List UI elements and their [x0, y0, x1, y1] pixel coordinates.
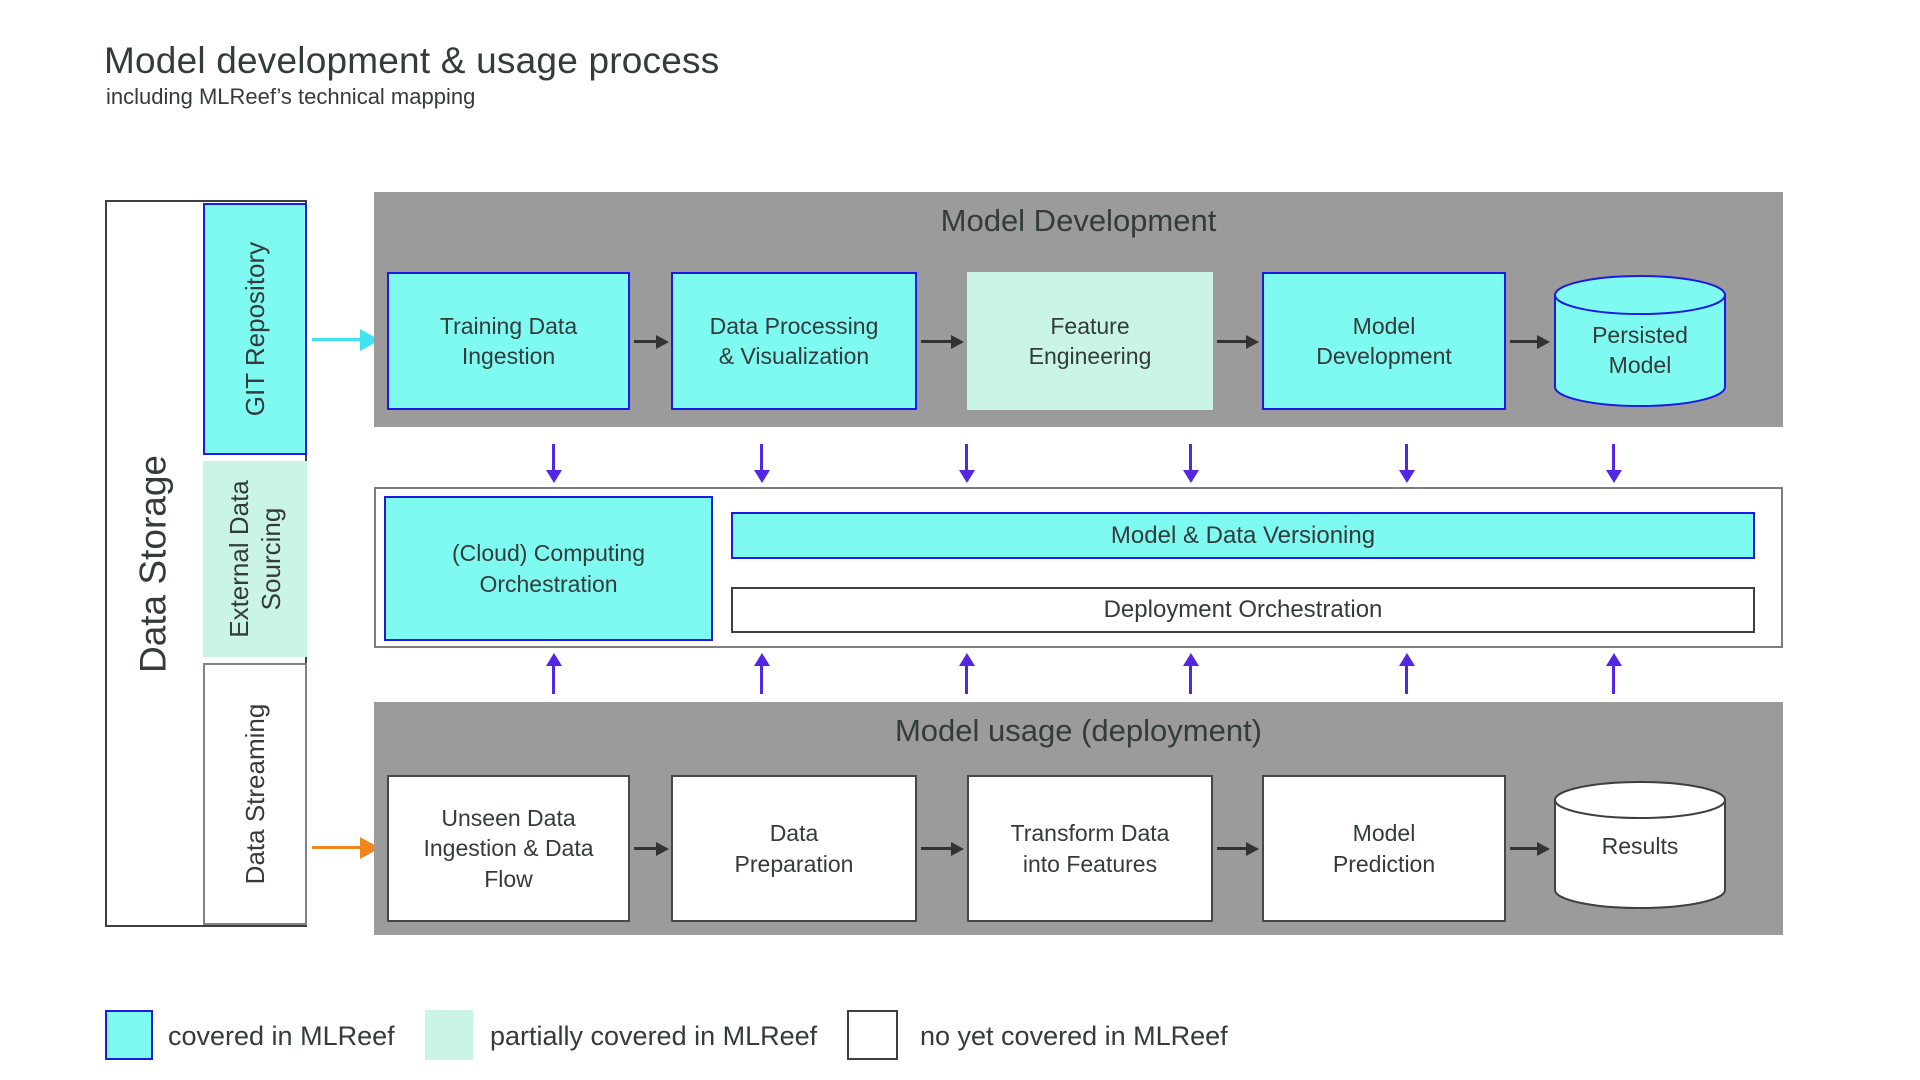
external-data-sourcing-label: External Data Sourcing: [223, 480, 287, 638]
page-title: Model development & usage process: [104, 40, 720, 81]
feature-engineering-box: Feature Engineering: [967, 272, 1213, 410]
arrow-up-icon: [965, 666, 968, 694]
model-prediction-box: Model Prediction: [1262, 775, 1506, 922]
legend-swatch-partially-covered: [425, 1010, 473, 1060]
model-usage-band-title: Model usage (deployment): [894, 713, 1263, 748]
model-development-box: Model Development: [1262, 272, 1506, 410]
legend-swatch-covered: [105, 1010, 153, 1060]
model-development-band-title: Model Development: [940, 203, 1217, 238]
data-preparation-box: Data Preparation: [671, 775, 917, 922]
arrow-right-icon: [921, 340, 951, 343]
arrow-up-icon: [760, 666, 763, 694]
arrow-down-icon: [1405, 444, 1408, 470]
arrow-down-icon: [965, 444, 968, 470]
streaming-to-unseen-arrow-icon: [312, 846, 360, 849]
git-repository-box: [203, 203, 307, 455]
page-subtitle: including MLReef’s technical mapping: [106, 84, 476, 109]
training-data-ingestion-box: Training Data Ingestion: [387, 272, 630, 410]
arrow-up-icon: [1405, 666, 1408, 694]
git-repository-label: GIT Repository: [239, 241, 270, 417]
arrow-right-icon: [1217, 847, 1246, 850]
data-streaming-box: [203, 663, 307, 925]
arrow-up-icon: [1612, 666, 1615, 694]
arrow-right-icon: [1217, 340, 1246, 343]
arrow-up-icon: [552, 666, 555, 694]
legend-label-not-covered: no yet covered in MLReef: [920, 1021, 1228, 1051]
deployment-orchestration-bar: Deployment Orchestration: [731, 587, 1755, 633]
persisted-model-label: Persisted Model: [1592, 321, 1688, 378]
unseen-data-ingestion-box: Unseen Data Ingestion & Data Flow: [387, 775, 630, 922]
transform-data-box: Transform Data into Features: [967, 775, 1213, 922]
arrow-right-icon: [921, 847, 951, 850]
results-cylinder-icon: [1554, 781, 1726, 909]
arrow-up-icon: [1189, 666, 1192, 694]
persisted-model-cylinder-icon: [1554, 275, 1726, 407]
arrow-down-icon: [552, 444, 555, 470]
arrow-right-icon: [1510, 340, 1537, 343]
cloud-computing-orchestration-box: (Cloud) Computing Orchestration: [384, 496, 713, 641]
arrow-right-icon: [1510, 847, 1537, 850]
git-to-training-arrow-icon: [312, 338, 360, 341]
results-label: Results: [1601, 832, 1679, 859]
arrow-down-icon: [760, 444, 763, 470]
arrow-down-icon: [1612, 444, 1615, 470]
data-streaming-label: Data Streaming: [239, 703, 270, 885]
arrow-right-icon: [634, 847, 656, 850]
external-data-sourcing-box: [203, 461, 307, 657]
model-data-versioning-bar: Model & Data Versioning: [731, 512, 1755, 559]
legend-swatch-not-covered: [847, 1010, 898, 1060]
legend-label-covered: covered in MLReef: [168, 1021, 395, 1051]
arrow-down-icon: [1189, 444, 1192, 470]
data-processing-visualization-box: Data Processing & Visualization: [671, 272, 917, 410]
legend-label-partially-covered: partially covered in MLReef: [490, 1021, 818, 1051]
arrow-right-icon: [634, 340, 656, 343]
data-storage-label: Data Storage: [132, 454, 174, 674]
